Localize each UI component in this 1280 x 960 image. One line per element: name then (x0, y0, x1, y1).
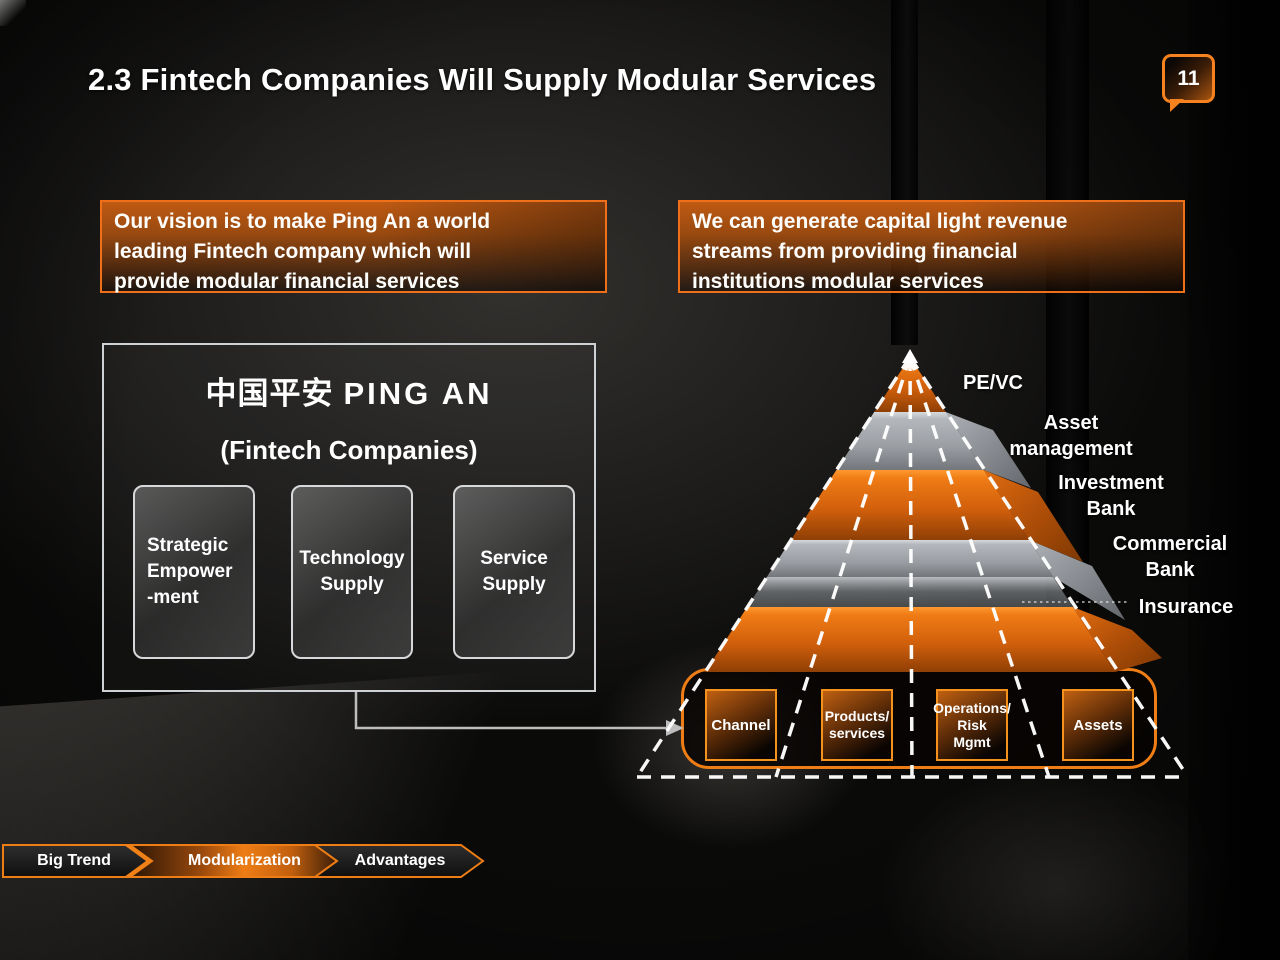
breadcrumb-item-modularization[interactable]: Modularization (188, 852, 301, 869)
layer-label-pe-vc: PE/VC (963, 370, 1023, 396)
layer-label-line: PE/VC (962, 372, 1024, 394)
layer-label-insurance: Insurance (1139, 594, 1233, 620)
layer-label-line: Asset (1043, 412, 1099, 434)
callout-line: institutions modular services (692, 270, 984, 293)
breadcrumb-item-advantages[interactable]: Advantages (354, 852, 446, 869)
callout-vision: Our vision is to make Ping An a world le… (100, 200, 607, 293)
module-box-assets: Assets (1062, 689, 1134, 761)
layer-label-line: management (1009, 438, 1133, 460)
pingan-logo-english: PING AN (343, 376, 493, 411)
breadcrumb-item-big-trend[interactable]: Big Trend (37, 852, 111, 869)
module-label: Assets (1073, 716, 1123, 734)
card-line: Technology (299, 548, 405, 569)
card-line: -ment (147, 587, 199, 608)
card-service-supply: Service Supply (453, 485, 575, 659)
callout-line: leading Fintech company which will (114, 240, 472, 263)
module-label-line: Products/ (824, 708, 890, 724)
slide-title: 2.3 Fintech Companies Will Supply Modula… (88, 62, 877, 97)
page-number-badge: 11 (1162, 54, 1215, 103)
card-line: Supply (320, 574, 384, 595)
card-line: Empower (147, 561, 233, 582)
card-technology-supply: Technology Supply (291, 485, 413, 659)
card-line: Service (480, 548, 548, 569)
module-box-products-services: Products/ services (821, 689, 893, 761)
callout-line: We can generate capital light revenue (692, 210, 1068, 233)
module-label-line: Operations/ (933, 699, 1011, 716)
badge-tail (1170, 99, 1184, 112)
module-box-channel: Channel (705, 689, 777, 761)
page-number: 11 (1177, 66, 1200, 90)
layer-label-line: Bank (1086, 498, 1136, 520)
panel-subtitle: (Fintech Companies) (220, 435, 478, 465)
layer-label-line: Bank (1145, 559, 1195, 581)
callout-line: streams from providing financial (692, 240, 1018, 263)
pyramid-base-modules-frame: Channel Products/ services Operations/ R… (681, 668, 1157, 769)
callout-line: provide modular financial services (114, 270, 460, 293)
module-label-line: services (828, 725, 886, 741)
pingan-logo: 中国平安 PING AN (104, 368, 594, 413)
module-box-operations-risk: Operations/ Risk Mgmt (933, 689, 1011, 761)
layer-label-asset-management: Asset management (1009, 410, 1132, 462)
callout-line: Our vision is to make Ping An a world (114, 210, 491, 233)
company-panel: 中国平安 PING AN (Fintech Companies) Strategi… (102, 343, 596, 692)
module-label: Channel (711, 716, 771, 734)
card-line: Strategic (147, 535, 229, 556)
module-label-line: Risk Mgmt (953, 716, 991, 750)
layer-label-line: Commercial (1112, 533, 1228, 555)
layer-label-commercial-bank: Commercial Bank (1113, 531, 1228, 583)
layer-label-line: Investment (1058, 472, 1164, 494)
card-line: Supply (482, 574, 546, 595)
layer-label-line: Insurance (1138, 596, 1234, 618)
card-strategic-empowerment: Strategic Empower -ment (133, 485, 255, 659)
callout-revenue: We can generate capital light revenue st… (678, 200, 1185, 293)
pingan-logo-chinese: 中国平安 (205, 376, 334, 411)
layer-label-investment-bank: Investment Bank (1058, 470, 1164, 522)
